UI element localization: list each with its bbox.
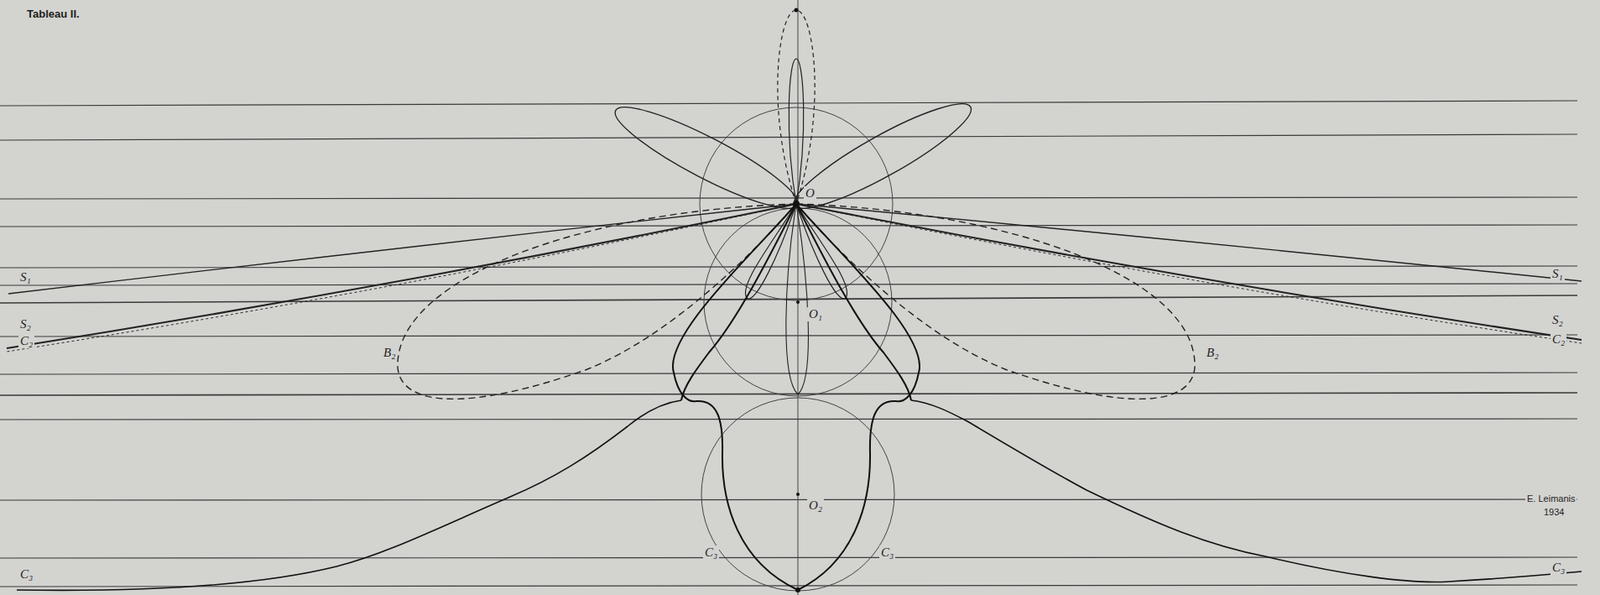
signature-year: 1934 [1542,506,1566,517]
point-label: O [803,186,817,201]
curve-label: B₂ [381,345,397,360]
curve-label: S₂ [18,317,33,332]
curve-label: C₂ [18,333,35,349]
curve-label: C₃ [703,545,720,560]
curve-label: C₃ [1550,560,1567,575]
curve-label: S₁ [18,270,33,285]
curve-label: C₃ [18,567,35,582]
s-curves [6,203,1582,352]
plate-title: Tableau II. [25,8,82,21]
curve-label: C₂ [1550,332,1567,347]
curve-label: B₂ [1204,345,1220,360]
rose-petals [606,10,981,395]
curve-label: C₃ [879,545,896,560]
horizontal-lines [0,100,1578,587]
dashed-loops [397,203,1195,399]
signature: E. Leimanis [1525,493,1577,504]
points [792,8,801,594]
curve-label: S₁ [1550,266,1565,282]
point-label: O₁ [807,307,824,322]
curve-label: S₂ [1550,312,1565,328]
c-curves [16,203,1582,590]
point-label: O₂ [807,498,824,513]
